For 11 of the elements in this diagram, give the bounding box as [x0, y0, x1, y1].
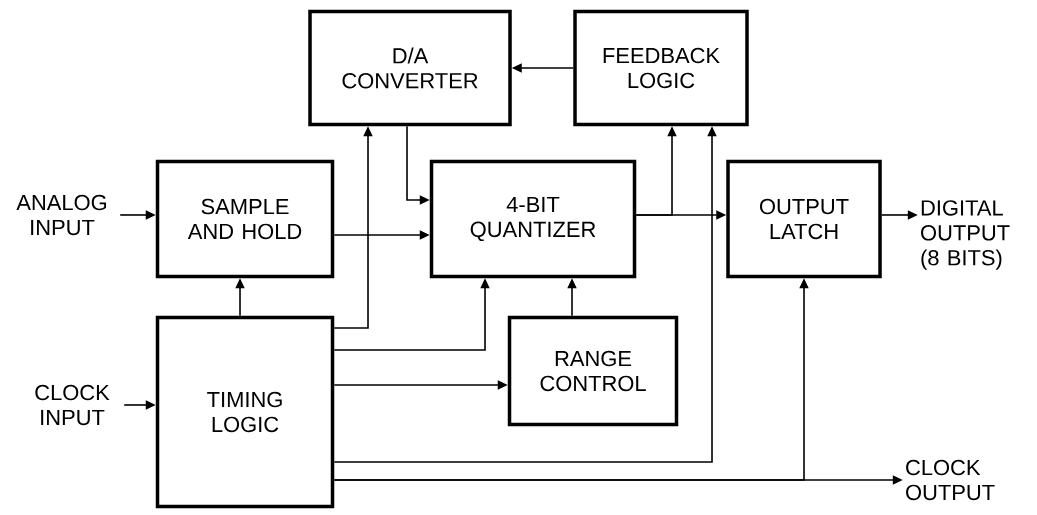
output-label: CLOCK OUTPUT [906, 459, 995, 501]
process-box: SAMPLE AND HOLD [155, 159, 335, 279]
output-label: DIGITAL OUTPUT (8 BITS) [921, 200, 1010, 270]
process-box: 4-BIT QUANTIZER [429, 159, 637, 279]
input-label: CLOCK INPUT [35, 384, 110, 426]
process-box: TIMING LOGIC [155, 315, 335, 509]
input-label: ANALOG INPUT [16, 194, 107, 236]
process-box: OUTPUT LATCH [726, 159, 882, 279]
process-box: D/A CONVERTER [308, 9, 512, 127]
process-box: RANGE CONTROL [507, 315, 679, 427]
process-box: FEEDBACK LOGIC [573, 9, 749, 127]
